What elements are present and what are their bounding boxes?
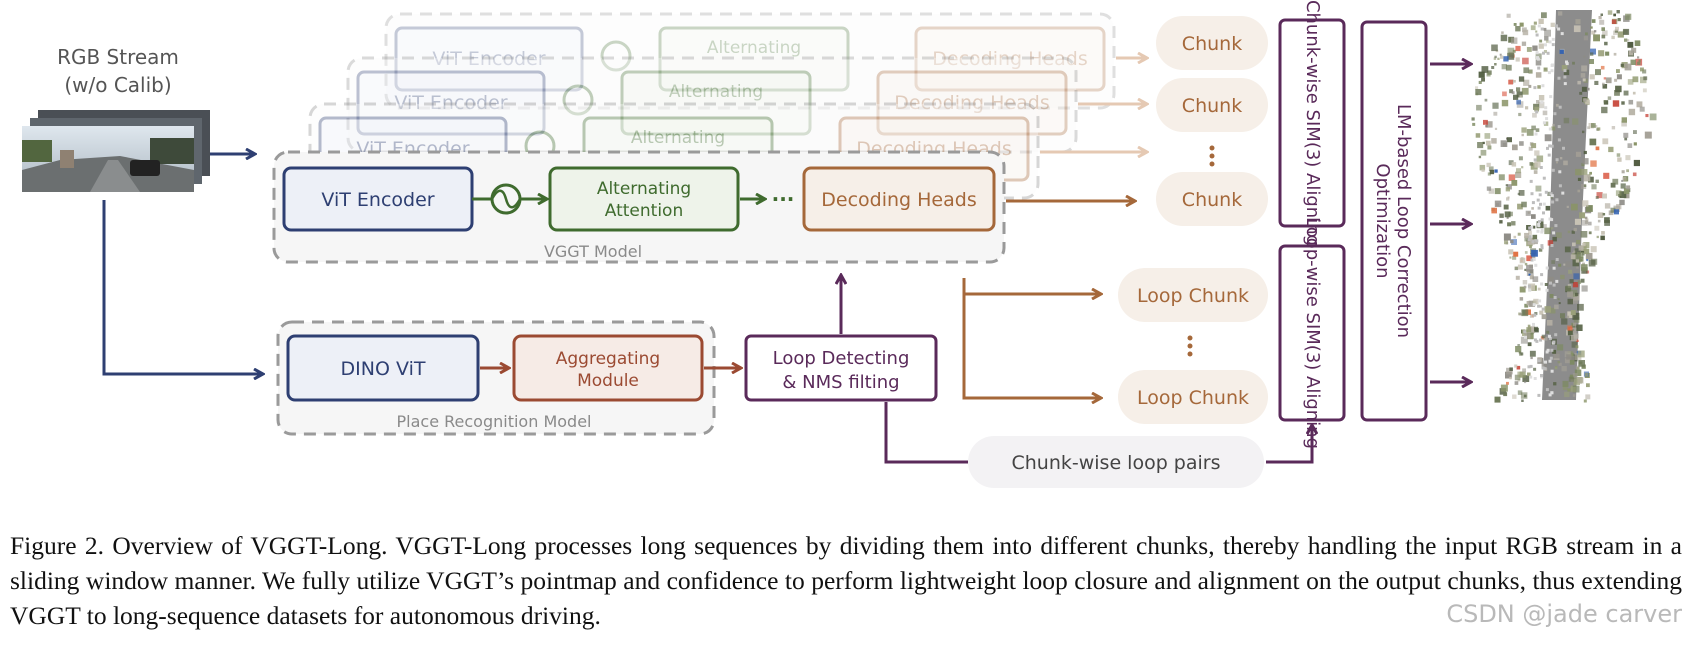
attention-label-line1: Alternating	[597, 179, 691, 199]
dino-vit-block	[286, 334, 480, 402]
input-title: RGB Stream	[57, 45, 179, 69]
agg-label-line1: Aggregating	[556, 349, 660, 369]
chunk-wise-loop-pairs-pill	[968, 436, 1264, 488]
to-loop-chunk-arrow	[962, 278, 1100, 294]
agg-label-line2: Module	[577, 371, 639, 391]
svg-text:Decoding Heads: Decoding Heads	[894, 92, 1049, 114]
attention-label-line2: Attention	[605, 201, 683, 221]
vit-encoder-label: ViT Encoder	[321, 189, 434, 211]
svg-text:Decoding Heads: Decoding Heads	[932, 48, 1087, 70]
svg-text:ViT Encoder: ViT Encoder	[394, 92, 507, 114]
svg-text:Alternating: Alternating	[707, 38, 801, 58]
aggregating-module-block	[512, 334, 704, 402]
chunk-pill-3	[1156, 172, 1268, 226]
loop-wise-sim3-aligning-block	[1278, 244, 1346, 422]
chunk-label: Chunk	[1182, 95, 1242, 117]
chunk-label: Chunk	[1182, 189, 1242, 211]
to-loop-chunk-arrow-2	[962, 294, 1100, 398]
vggt-stack-copy-2: ViT Encoder Alternating Decoding Heads	[346, 56, 1078, 154]
chunk-pill-2	[1156, 78, 1268, 132]
loop-wise-sim3-label: Loop-wise SIM(3) Aligning	[1302, 217, 1323, 449]
rgb-frames-thumbnail	[22, 110, 210, 192]
vggt-stack-copy-3: ViT Encoder Alternating Decoding Heads	[384, 12, 1116, 110]
input-to-dino-arrow	[102, 200, 262, 374]
svg-text:Alternating: Alternating	[669, 82, 763, 102]
lm-label-line2: Optimization	[1372, 163, 1393, 278]
loop-detect-to-pairs-line	[884, 402, 968, 464]
decoding-heads-label: Decoding Heads	[821, 189, 976, 211]
watermark: CSDN @jade carver	[1446, 600, 1682, 628]
dino-vit-label: DINO ViT	[341, 358, 426, 380]
chunk-wise-sim3-aligning-block	[1278, 18, 1346, 228]
lm-loop-correction-block	[1360, 20, 1428, 422]
loop-chunk-label: Loop Chunk	[1137, 285, 1249, 307]
loop-chunk-pill-1	[1118, 268, 1268, 322]
input-subtitle: (w/o Calib)	[64, 73, 171, 97]
chunk-vertical-dots	[1209, 145, 1215, 167]
pairs-to-loop-align-arrow	[1266, 426, 1312, 464]
vggt-model-label: VGGT Model	[544, 242, 642, 261]
vggt-long-diagram: ViT Encoder Alternating Decoding Heads V…	[22, 0, 1657, 488]
loop-chunk-label: Loop Chunk	[1137, 387, 1249, 409]
ellipsis: ···	[772, 187, 795, 211]
loop-detect-line1: Loop Detecting	[773, 348, 910, 369]
chunk-wise-sim3-label: Chunk-wise SIM(3) Aligning	[1302, 0, 1323, 246]
point-cloud-map	[1471, 10, 1657, 403]
chunk-pill-1	[1156, 16, 1268, 70]
chunk-label: Chunk	[1182, 33, 1242, 55]
lm-label-line1: LM-based Loop Correction	[1393, 104, 1414, 338]
place-recognition-label: Place Recognition Model	[397, 412, 592, 431]
loop-chunk-pill-2	[1118, 370, 1268, 424]
loop-detecting-block	[744, 334, 938, 402]
loop-chunk-vertical-dots	[1187, 335, 1193, 357]
chunk-wise-loop-pairs-label: Chunk-wise loop pairs	[1011, 452, 1220, 474]
decoding-heads-block	[802, 166, 996, 232]
svg-text:ViT Encoder: ViT Encoder	[432, 48, 545, 70]
svg-text:Alternating: Alternating	[631, 128, 725, 148]
alternating-attention-block	[548, 166, 740, 232]
loop-detect-line2: & NMS filting	[782, 372, 899, 393]
figure-caption: Figure 2. Overview of VGGT-Long. VGGT-Lo…	[10, 531, 1682, 630]
